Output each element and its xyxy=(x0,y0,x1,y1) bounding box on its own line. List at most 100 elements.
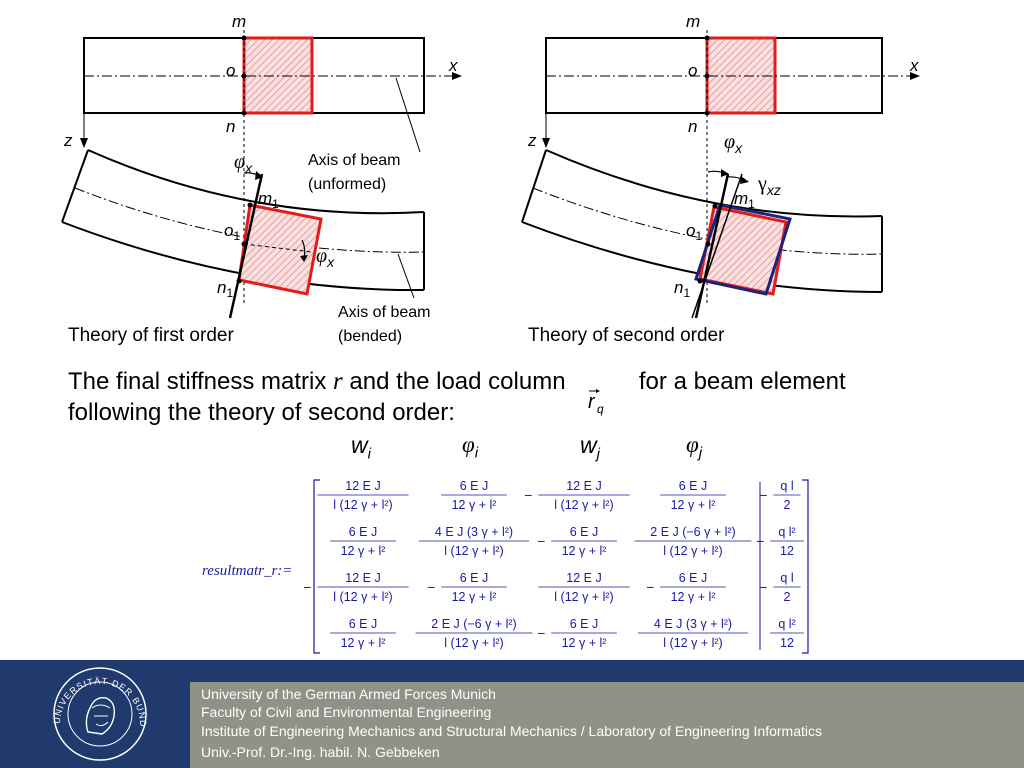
matrix-cell: 6 E J12 γ + l² xyxy=(441,479,507,512)
point-o1-right xyxy=(705,241,711,247)
point-n1 xyxy=(236,278,242,284)
matrix-cell-denominator: l (12 γ + l²) xyxy=(663,544,722,558)
matrix-cell-sign: − xyxy=(427,579,435,595)
matrix-cell-denominator: 12 γ + l² xyxy=(562,544,607,558)
matrix-cell: 6 E J12 γ + l² xyxy=(330,617,396,650)
matrix-cell-numerator: q l xyxy=(780,479,793,493)
matrix-cell-denominator: 12 γ + l² xyxy=(341,544,386,558)
matrix-cell-denominator: 12 xyxy=(780,636,794,650)
point-n xyxy=(241,110,247,116)
matrix-cell-denominator: 12 γ + l² xyxy=(452,498,497,512)
label-phi-top: φx xyxy=(234,151,253,176)
rq-main: r xyxy=(588,391,596,413)
beam-bent-top-right xyxy=(545,149,883,218)
label-n: n xyxy=(226,117,235,136)
label-gamma: γxz xyxy=(757,173,781,198)
element-sheared xyxy=(694,203,792,296)
element-bent-right xyxy=(698,205,788,296)
point-m xyxy=(241,35,247,41)
matrix-cell-numerator: 2 E J (−6 γ + l²) xyxy=(431,617,516,631)
matrix-cell-denominator: 12 γ + l² xyxy=(562,636,607,650)
matrix-cell: 2 E J (−6 γ + l²)l (12 γ + l²) xyxy=(415,617,533,650)
z-arrow xyxy=(80,138,88,148)
footer-line-faculty: Faculty of Civil and Environmental Engin… xyxy=(201,704,492,720)
matrix-cell-sign: − xyxy=(646,579,654,595)
matrix-cell-denominator: l (12 γ + l²) xyxy=(663,636,722,650)
point-n-right xyxy=(704,110,710,116)
matrix-cell: −q l2 xyxy=(759,479,801,512)
matrix-cell-denominator: 12 γ + l² xyxy=(341,636,386,650)
matrix-cell-sign: − xyxy=(759,487,767,503)
matrix-cell-numerator: 12 E J xyxy=(345,571,380,585)
matrix-cell-numerator: 12 E J xyxy=(566,479,601,493)
label-z: z xyxy=(63,131,73,150)
phi-arc-arrow xyxy=(300,255,308,262)
point-n1-right xyxy=(697,278,703,284)
col-header-wj: wj xyxy=(580,432,600,463)
footer-info-panel xyxy=(190,682,1024,768)
matrix-cell-numerator: 6 E J xyxy=(570,617,599,631)
matrix-cell: −6 E J12 γ + l² xyxy=(537,617,617,650)
matrix-cell-denominator: 12 xyxy=(780,544,794,558)
para-text-c: for a beam element xyxy=(632,368,846,395)
matrix-cell: 12 E Jl (12 γ + l²) xyxy=(538,571,630,604)
col-header-phij: φj xyxy=(686,432,703,462)
matrix-cell-numerator: 6 E J xyxy=(679,571,708,585)
matrix-cell-sign: − xyxy=(524,487,532,503)
matrix-cell-denominator: 12 γ + l² xyxy=(452,590,497,604)
matrix-cell: 4 E J (3 γ + l²) l (12 γ + l²) xyxy=(637,617,749,650)
matrix-cell-denominator: l (12 γ + l²) xyxy=(333,498,392,512)
matrix-cell-numerator: 12 E J xyxy=(345,479,380,493)
matrix-cell-numerator: q l² xyxy=(778,617,795,631)
university-seal-icon: UNIVERSITÄT DER BUNDESWEHR MÜNCHEN xyxy=(40,664,147,761)
col-header-wi: wi xyxy=(351,432,371,463)
matrix-cell-numerator: 6 E J xyxy=(570,525,599,539)
matrix-cell-sign: − xyxy=(537,533,545,549)
normal-line-right xyxy=(694,173,730,319)
col-header-phii: φi xyxy=(462,432,479,462)
matrix-cell-numerator: q l² xyxy=(778,525,795,539)
matrix-cell-numerator: q l xyxy=(780,571,793,585)
label-x-right: x xyxy=(909,56,919,75)
element-bent xyxy=(237,203,323,296)
x-arrow-right xyxy=(910,72,920,80)
matrix-cell-sign: − xyxy=(756,533,764,549)
matrix-cell-denominator: l (12 γ + l²) xyxy=(554,498,613,512)
label-o1-right: o1 xyxy=(686,221,702,243)
matrix-cell-sign: − xyxy=(759,579,767,595)
label-axis-bended: Axis of beam xyxy=(338,304,430,321)
matrix-cell: −12 E Jl (12 γ + l²) xyxy=(303,571,409,604)
para-text-a: The final stiffness matrix xyxy=(68,368,333,395)
para-line-2: following the theory of second order: xyxy=(68,399,455,426)
label-phi-top-right: φx xyxy=(724,131,743,156)
caption-first-order: Theory of first order xyxy=(68,325,234,346)
z-arrow-right xyxy=(542,138,550,148)
matrix-cell: − 6 E J 12 γ + l² xyxy=(646,571,726,604)
label-m-right: m xyxy=(686,12,700,31)
matrix-cell-denominator: 12 γ + l² xyxy=(671,590,716,604)
rq-sub: q xyxy=(597,402,604,416)
label-phi-right: φx xyxy=(316,245,335,270)
matrix-cell: −q l 2 xyxy=(759,571,801,604)
matrix-cell-denominator: 2 xyxy=(784,590,791,604)
matrix-cell: 6 E J12 γ + l² xyxy=(660,479,726,512)
description-paragraph: The final stiffness matrix r and the loa… xyxy=(68,366,968,428)
footer-line-institute: Institute of Engineering Mechanics and S… xyxy=(201,723,822,739)
stiffness-matrix: resultmatr_r:= 12 E Jl (12 γ + l²)6 E J1… xyxy=(202,479,809,654)
matrix-label: resultmatr_r:= xyxy=(202,563,292,579)
point-m1-right xyxy=(712,203,718,209)
point-m-right xyxy=(704,35,710,41)
point-o-right xyxy=(704,73,710,79)
matrix-cell-denominator: l (12 γ + l²) xyxy=(444,544,503,558)
matrix-cell: 2 E J (−6 γ + l²)l (12 γ + l²) xyxy=(634,525,752,558)
caption-second-order: Theory of second order xyxy=(528,325,725,346)
matrix-cell-numerator: 4 E J (3 γ + l²) xyxy=(654,617,732,631)
diagram-first-order: m o n x z φx φx m1 o1 n1 Axis of beam (u… xyxy=(61,12,462,346)
label-m1-right: m1 xyxy=(734,189,755,211)
phi-top-arrow xyxy=(255,171,263,180)
matrix-cell-sign: − xyxy=(303,579,311,595)
point-m1 xyxy=(247,202,253,208)
label-n1: n1 xyxy=(217,278,233,300)
bracket-right xyxy=(802,479,809,654)
